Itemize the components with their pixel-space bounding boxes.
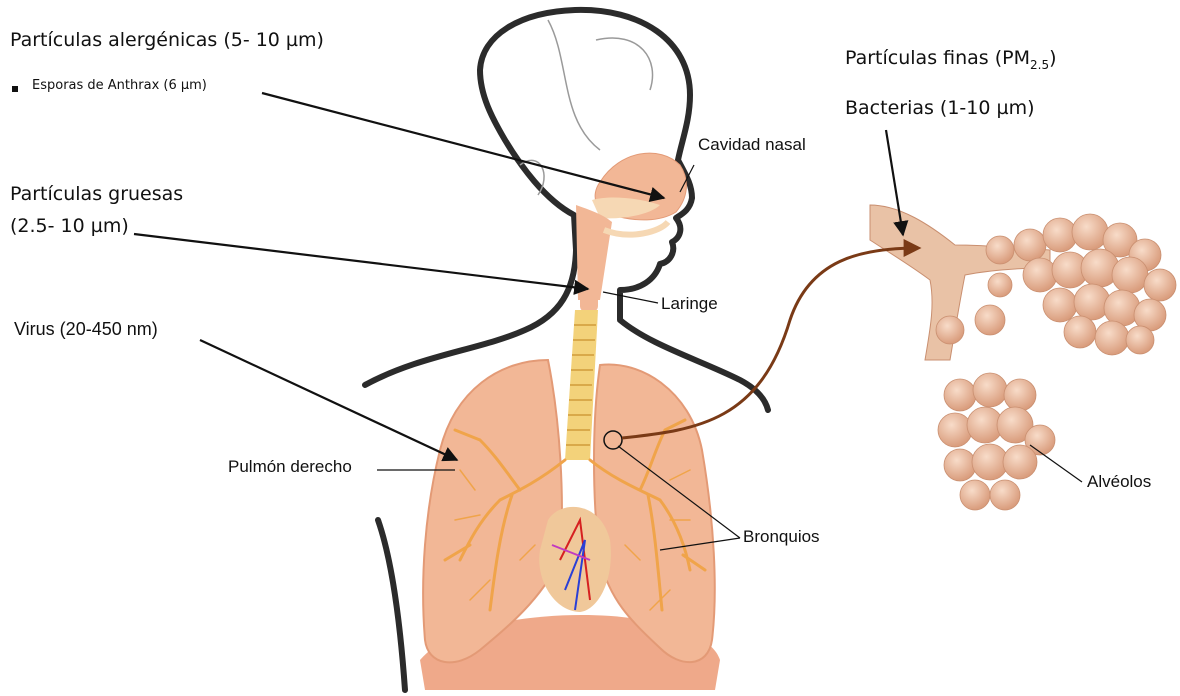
label-particulas-alergenicas: Partículas alergénicas (5- 10 µm): [10, 30, 324, 51]
label-particulas-finas-sub: 2.5: [1030, 58, 1049, 72]
arrow-gruesas: [134, 234, 588, 289]
alveoli-cluster: [870, 205, 1176, 510]
label-esporas-anthrax: Esporas de Anthrax (6 µm): [32, 79, 207, 93]
label-cavidad-nasal: Cavidad nasal: [698, 136, 806, 155]
label-virus: Virus (20-450 nm): [14, 320, 158, 340]
label-bronquios: Bronquios: [743, 528, 820, 547]
label-particulas-finas: Partículas finas (PM2.5): [845, 48, 1057, 72]
label-particulas-finas-close: ): [1049, 47, 1056, 69]
label-particulas-gruesas-line2: (2.5- 10 µm): [10, 216, 129, 237]
heart: [539, 507, 611, 612]
arrow-anthrax: [262, 93, 664, 198]
label-particulas-gruesas-line1: Partículas gruesas: [10, 184, 183, 205]
trachea: [565, 282, 598, 460]
label-alveolos: Alvéolos: [1087, 473, 1151, 492]
nasal-cavity: [576, 153, 686, 300]
label-particulas-finas-main: Partículas finas (PM: [845, 47, 1030, 69]
arrow-virus: [200, 340, 457, 460]
label-laringe: Laringe: [661, 295, 718, 314]
label-pulmon-derecho: Pulmón derecho: [228, 458, 352, 477]
label-bacterias: Bacterias (1-10 µm): [845, 98, 1035, 119]
bullet-icon: [12, 86, 18, 92]
